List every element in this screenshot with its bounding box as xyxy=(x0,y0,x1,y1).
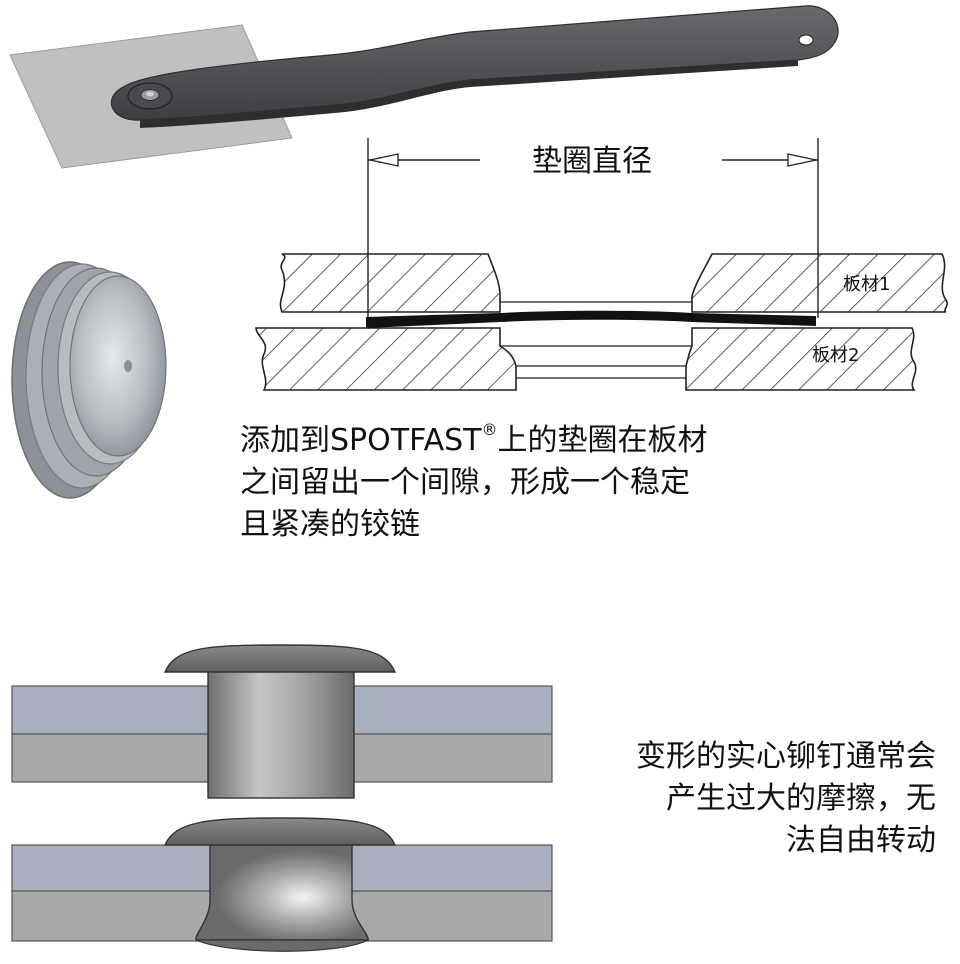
dimension-arrow-right-icon xyxy=(787,153,817,167)
caption-text-spotfast: 添加到SPOTFAST xyxy=(240,423,482,458)
plate1-label: 板材1 xyxy=(843,274,890,295)
tab-hole xyxy=(798,34,814,46)
rivet-caption-line-2: 产生过大的摩擦，无 xyxy=(666,781,936,816)
rivet-caption: 变形的实心铆钉通常会 产生过大的摩擦，无 法自由转动 xyxy=(560,736,936,862)
caption-text-washer: 上的垫圈在板材 xyxy=(497,423,708,458)
washer-cross-section: 垫圈直径 板材1 板材2 xyxy=(255,138,948,391)
dimension-label: 垫圈直径 xyxy=(532,144,652,179)
metal-tab xyxy=(110,5,839,121)
plate2-label: 板材2 xyxy=(812,345,859,366)
plate2-right xyxy=(685,327,917,391)
plate1-right xyxy=(691,253,948,313)
registered-mark: ® xyxy=(481,420,498,439)
washer-photo xyxy=(11,261,167,499)
washer-caption-line-2: 之间留出一个间隙，形成一个稳定 xyxy=(240,465,690,500)
rivet-caption-line-3: 法自由转动 xyxy=(786,823,936,858)
dimension-arrow-left-icon xyxy=(369,153,399,167)
washer-caption: 添加到SPOTFAST®上的垫圈在板材 之间留出一个间隙，形成一个稳定 且紧凑的… xyxy=(240,420,760,546)
solid-rivet-2-deformed xyxy=(11,817,553,952)
washer-caption-line-1: 添加到SPOTFAST®上的垫圈在板材 xyxy=(240,420,760,462)
tab-side-face xyxy=(140,60,798,128)
plate2-left xyxy=(255,327,517,391)
sheet-and-tab-3d xyxy=(9,5,839,169)
rivet-caption-line-1: 变形的实心铆钉通常会 xyxy=(636,739,936,774)
washer-band xyxy=(366,310,816,328)
plate1-left xyxy=(279,253,501,313)
washer-caption-line-3: 且紧凑的铰链 xyxy=(240,507,420,542)
solid-rivet-1 xyxy=(11,644,553,799)
